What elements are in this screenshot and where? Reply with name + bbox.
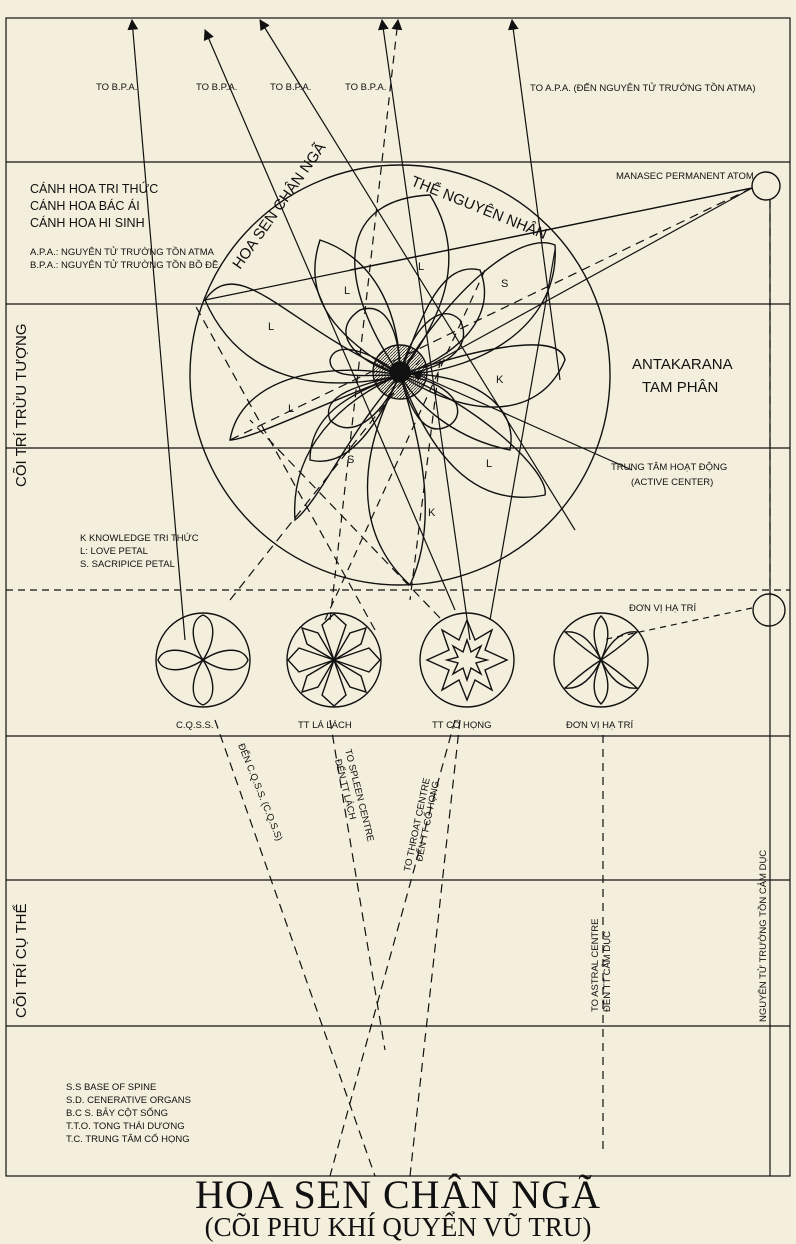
- abbrev-item: S.D. CENERATIVE ORGANS: [66, 1095, 191, 1106]
- petal-label: K: [496, 374, 504, 386]
- active-center-sub-label: (ACTIVE CENTER): [631, 477, 713, 488]
- manasic-atom-icon: [751, 171, 781, 201]
- abbrev-item: S.S BASE OF SPINE: [66, 1082, 156, 1093]
- plane-label-concrete: CÕI TRÍ CỤ THỂ: [12, 904, 30, 1018]
- lotus-arc-label-left: HOA SEN CHÂN NGÃ: [229, 140, 329, 273]
- lower-unit-icon: [752, 593, 786, 627]
- key-love: L: LOVE PETAL: [80, 546, 148, 557]
- petal-label: S: [347, 454, 354, 466]
- petal-label: L: [486, 458, 492, 470]
- centre-cqss: [155, 612, 251, 708]
- page-subtitle: (CÕI PHU KHÍ QUYỂN VŨ TRU): [204, 1212, 592, 1242]
- egoic-lotus: [189, 164, 611, 587]
- frame: [5, 17, 791, 1177]
- centre-lower-unit: [553, 612, 649, 708]
- manasic-atom-label: MANASEC PERMANENT ATOM: [616, 171, 754, 182]
- centre-label-spleen: TT LÁ LÁCH: [298, 720, 352, 731]
- legend-apa: A.P.A.: NGUYÊN TỬ TRƯỜNG TỒN ATMA: [30, 246, 215, 258]
- to-bpa-label-4: TO B.P.A.: [345, 82, 386, 93]
- petal-label: S: [501, 278, 508, 290]
- centre-throat: [419, 612, 515, 708]
- legend-knowledge: CÁNH HOA TRI THỨC: [30, 181, 158, 196]
- to-bpa-label-1: TO B.P.A.: [96, 82, 137, 93]
- abbrev-item: T.T.O. TONG THÁI DƯƠNG: [66, 1121, 185, 1132]
- petal-label: L: [418, 261, 424, 273]
- astral-line-label-vi: ĐẾN TT CẢM DỤC: [601, 931, 613, 1012]
- petal-label: L: [288, 403, 294, 415]
- cqss-line-label: ĐẾN C.Q.S.S. (C.Q.S.S): [235, 742, 284, 843]
- lotus-arc-label-right: THỂ NGUYÊN NHÂN: [409, 172, 550, 243]
- key-knowledge: K KNOWLEDGE TRI THỨC: [80, 533, 199, 544]
- antakarana-sub-label: TAM PHÂN: [642, 379, 718, 396]
- to-apa-label: TO A.P.A. (ĐẾN NGUYÊN TỬ TRƯỜNG TỒN ATMA…: [530, 82, 756, 94]
- centre-label-lower-unit: ĐƠN VỊ HẠ TRÍ: [566, 720, 633, 731]
- astral-line-label: TO ASTRAL CENTRE: [590, 919, 601, 1012]
- abbrev-item: B.C S. BẢY CỘT SỐNG: [66, 1107, 168, 1119]
- centre-label-throat: TT CỔ HỌNG: [432, 719, 491, 731]
- page-title: HOA SEN CHÂN NGÃ: [194, 1172, 602, 1217]
- guide-lines: [127, 18, 771, 1177]
- lower-unit-label: ĐƠN VỊ HẠ TRÍ: [629, 603, 696, 614]
- legend-bpa: B.P.A.: NGUYÊN TỬ TRƯỜNG TỒN BỒ ĐỀ: [30, 259, 218, 271]
- plane-label-abstract: CÕI TRÍ TRỪU TƯỢNG: [13, 324, 30, 488]
- key-sacrifice: S. SACRIPICE PETAL: [80, 559, 175, 570]
- astral-atom-label: NGUYÊN TỬ TRƯỜNG TỒN CẢM DỤC: [757, 850, 769, 1022]
- abbrev-item: T.C. TRUNG TÂM CỔ HỌNG: [66, 1133, 190, 1145]
- legend-sacrifice: CÁNH HOA HI SINH: [30, 215, 145, 230]
- centre-spleen: [286, 612, 382, 708]
- petal-label: L: [268, 321, 274, 333]
- petal-label: K: [428, 507, 436, 519]
- causal-body-circle: [189, 164, 611, 586]
- petal-label: L: [344, 285, 350, 297]
- centre-label-cqss: C.Q.S.S.: [176, 720, 213, 731]
- antakarana-label: ANTAKARANA: [632, 356, 733, 373]
- legend-love: CÁNH HOA BÁC ÁI: [30, 198, 140, 213]
- active-center-label: TRUNG TÂM HOẠT ĐỘNG: [611, 462, 727, 473]
- to-bpa-label-3: TO B.P.A.: [270, 82, 311, 93]
- to-bpa-label-2: TO B.P.A.: [196, 82, 237, 93]
